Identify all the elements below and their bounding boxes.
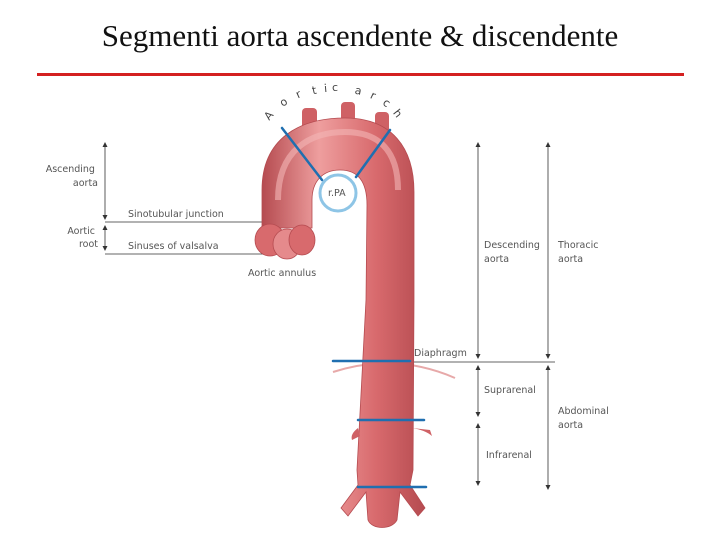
arrow-up-icon (545, 365, 551, 370)
title-underline (37, 73, 684, 76)
arch-letter: o (277, 95, 290, 110)
arrow-up-icon (102, 225, 108, 230)
abdominal-aorta-label-line: Abdominal (558, 406, 609, 417)
cut-line-arch-right (354, 128, 392, 179)
arch-highlight (275, 128, 401, 201)
thoracic-aorta-label-line: Thoracic (557, 240, 598, 251)
suprarenal-label: Suprarenal (484, 385, 536, 396)
rpa-label: r.PA (328, 188, 346, 199)
descending-aorta-label: Descending aorta (484, 240, 543, 265)
cut-line-arch-left (280, 126, 324, 182)
arrow-down-icon (102, 215, 108, 220)
rpa-ring (318, 173, 358, 213)
arrow-up-icon (545, 142, 551, 147)
right-renal-branch (412, 428, 432, 436)
descending-aorta-label-line: Descending (484, 240, 540, 251)
arrow-up-icon (475, 365, 481, 370)
arch-letter: c (380, 96, 393, 110)
arrow-down-icon (475, 412, 481, 417)
sinus-right (288, 224, 316, 256)
diaphragm-label: Diaphragm (414, 348, 467, 359)
arrowheads (102, 142, 551, 490)
arrow-down-icon (545, 485, 551, 490)
arch-letter: i (323, 82, 327, 95)
left-renal-branch (351, 428, 360, 440)
aortic-root-label: Aortic root (67, 226, 98, 250)
arrow-up-icon (475, 142, 481, 147)
arrow-down-icon (545, 354, 551, 359)
arch-letter: r (368, 89, 378, 103)
aortic-annulus-label: Aortic annulus (248, 268, 316, 279)
arrow-up-icon (102, 142, 108, 147)
sinotubular-junction-label: Sinotubular junction (128, 209, 224, 220)
aortic-root-label-line: Aortic (67, 226, 95, 237)
arrow-up-icon (475, 423, 481, 428)
sinuses-of-valsalva-label: Sinuses of valsalva (128, 241, 219, 252)
ascending-aorta-label-line: aorta (73, 178, 98, 189)
segment-cut-lines (280, 126, 428, 489)
ascending-aorta-label: Ascending aorta (46, 164, 98, 189)
ascending-aorta-label-line: Ascending (46, 164, 95, 175)
arch-letter: a (354, 84, 363, 98)
arch-letter: h (390, 107, 405, 121)
abdominal-aorta-label: Abdominal aorta (558, 406, 612, 431)
aorta-body (261, 117, 426, 528)
descending-aorta-label-line: aorta (484, 254, 509, 265)
thoracic-aorta-label: Thoracic aorta (557, 240, 601, 265)
slide-title: Segmenti aorta ascendente & discendente (101, 18, 619, 53)
aortic-root-label-line: root (79, 239, 98, 250)
aorta-vessel (254, 102, 432, 528)
arrow-down-icon (475, 481, 481, 486)
thoracic-aorta-label-line: aorta (558, 254, 583, 265)
arch-letter: t (311, 84, 319, 98)
arch-letter: A (261, 108, 276, 122)
infrarenal-label: Infrarenal (486, 450, 532, 461)
arrow-down-icon (475, 354, 481, 359)
arrow-down-icon (102, 246, 108, 251)
abdominal-aorta-label-line: aorta (558, 420, 583, 431)
arch-letter: r (294, 87, 304, 101)
arch-letter: c (332, 81, 338, 94)
